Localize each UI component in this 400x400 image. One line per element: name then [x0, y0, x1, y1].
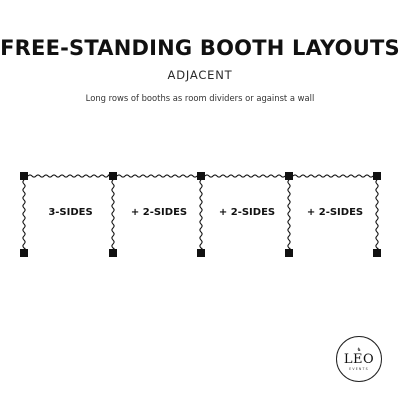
top-post-3 [197, 172, 205, 180]
bottom-post-2 [109, 249, 117, 257]
logo-tagline: EVENTS [349, 366, 369, 371]
horse-icon: ♞ [356, 346, 362, 353]
side-drape-1 [22, 179, 26, 250]
page-title: FREE-STANDING BOOTH LAYOUTS [0, 36, 400, 60]
side-drape-2 [111, 179, 115, 250]
bottom-post-3 [197, 249, 205, 257]
back-drape-4 [292, 174, 374, 178]
bottom-post-4 [285, 249, 293, 257]
booth-label-3: + 2-SIDES [219, 207, 275, 218]
top-post-2 [109, 172, 117, 180]
leo-events-logo: ♞ LEO EVENTS [336, 336, 382, 382]
side-drape-5 [375, 179, 379, 250]
top-post-4 [285, 172, 293, 180]
booth-label-4: + 2-SIDES [307, 207, 363, 218]
layout-description: Long rows of booths as room dividers or … [85, 93, 315, 103]
back-drape-3 [204, 174, 286, 178]
logo-name: LEO [343, 351, 375, 367]
booth-label-2: + 2-SIDES [131, 207, 187, 218]
booth-label-1: 3-SIDES [48, 207, 92, 218]
top-post-1 [20, 172, 28, 180]
back-drape-1 [27, 174, 110, 178]
layout-subtitle: ADJACENT [167, 68, 233, 82]
side-drape-3 [199, 179, 203, 250]
bottom-post-1 [20, 249, 28, 257]
bottom-post-5 [373, 249, 381, 257]
back-drape-2 [116, 174, 198, 178]
side-drape-4 [287, 179, 291, 250]
top-post-5 [373, 172, 381, 180]
